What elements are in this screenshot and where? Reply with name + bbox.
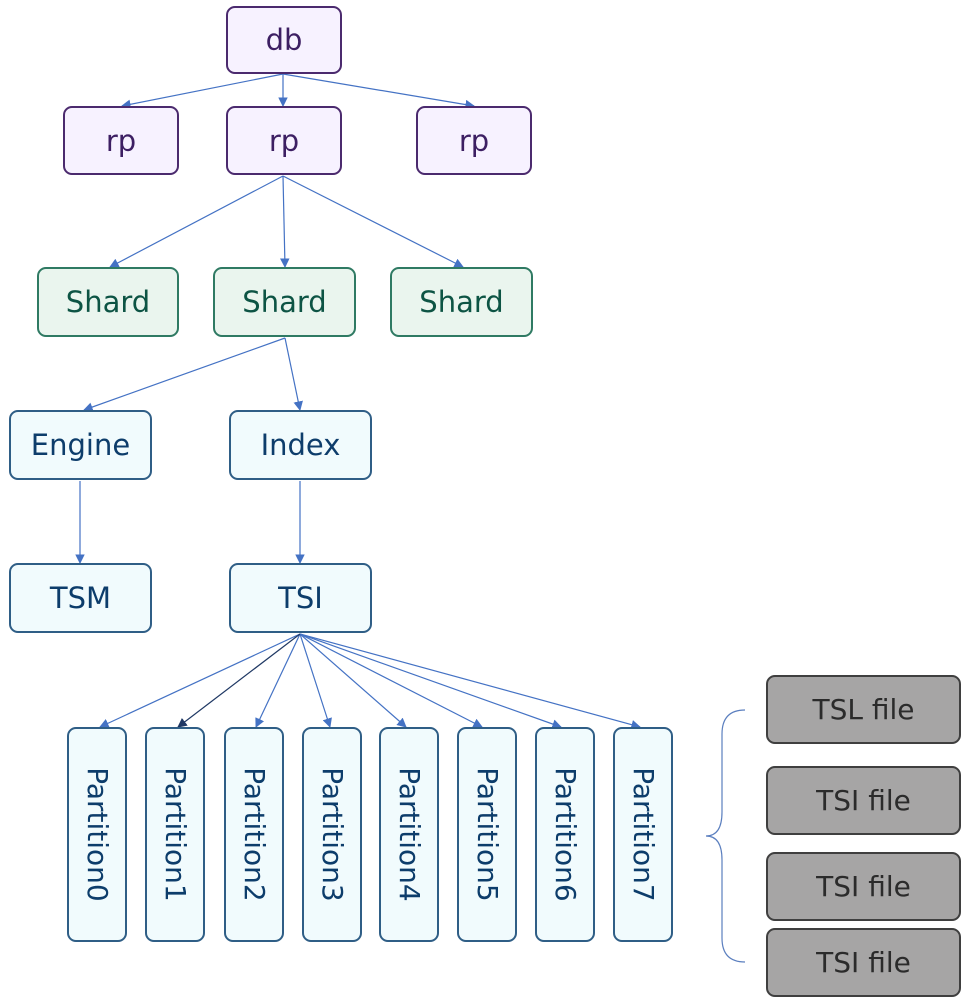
edge-tsi-partition7 xyxy=(299,633,641,730)
partition-node-7[interactable]: Partition7 xyxy=(613,727,673,942)
index-node[interactable]: Index xyxy=(229,410,372,480)
edge-tsi-partition5 xyxy=(299,633,483,728)
partition-node-6[interactable]: Partition6 xyxy=(535,727,595,942)
partition-node-3[interactable]: Partition3 xyxy=(302,727,362,942)
partition-label: Partition5 xyxy=(470,767,504,902)
edge-db-rp-right xyxy=(282,73,475,110)
edge-tsi-partition4 xyxy=(299,633,407,728)
edge-tsi-partition0 xyxy=(99,633,301,728)
edge-tsi-partition6 xyxy=(299,633,562,729)
rp-node-right[interactable]: rp xyxy=(416,106,532,175)
partition-node-4[interactable]: Partition4 xyxy=(379,727,439,942)
engine-node[interactable]: Engine xyxy=(9,410,152,480)
partition-label: Partition2 xyxy=(237,767,271,902)
edge-rp-shard-center xyxy=(280,175,290,268)
partition-label: Partition6 xyxy=(548,767,582,902)
tsm-node[interactable]: TSM xyxy=(9,563,152,633)
edge-rp-shard-right xyxy=(282,175,464,268)
shard-node-center[interactable]: Shard xyxy=(213,267,356,337)
file-node-tsl[interactable]: TSL file xyxy=(766,675,961,744)
shard-node-left[interactable]: Shard xyxy=(37,267,179,337)
curly-brace xyxy=(705,709,746,963)
edge-tsi-partition3 xyxy=(299,633,332,728)
partition-node-2[interactable]: Partition2 xyxy=(224,727,284,942)
partition-label: Partition1 xyxy=(158,767,192,902)
partition-node-5[interactable]: Partition5 xyxy=(457,727,517,942)
rp-node-left[interactable]: rp xyxy=(63,106,179,175)
partition-label: Partition0 xyxy=(80,767,114,902)
partition-node-0[interactable]: Partition0 xyxy=(67,727,127,942)
file-node-tsi-1[interactable]: TSI file xyxy=(766,766,961,835)
shard-node-right[interactable]: Shard xyxy=(390,267,533,337)
edge-db-rp-left xyxy=(121,73,284,110)
file-node-tsi-3[interactable]: TSI file xyxy=(766,928,961,997)
partition-label: Partition7 xyxy=(626,767,660,902)
tsi-node[interactable]: TSI xyxy=(229,563,372,633)
db-node[interactable]: db xyxy=(226,6,342,74)
partition-label: Partition4 xyxy=(392,767,426,902)
partition-label: Partition3 xyxy=(315,767,349,902)
edge-shard-engine xyxy=(83,337,286,412)
partition-node-1[interactable]: Partition1 xyxy=(145,727,205,942)
edge-shard-index xyxy=(284,337,303,411)
edge-tsi-partition1 xyxy=(177,633,301,728)
rp-node-center[interactable]: rp xyxy=(226,106,342,175)
edge-tsi-partition2 xyxy=(255,633,301,728)
file-node-tsi-2[interactable]: TSI file xyxy=(766,852,961,921)
edge-rp-shard-left xyxy=(109,175,284,268)
